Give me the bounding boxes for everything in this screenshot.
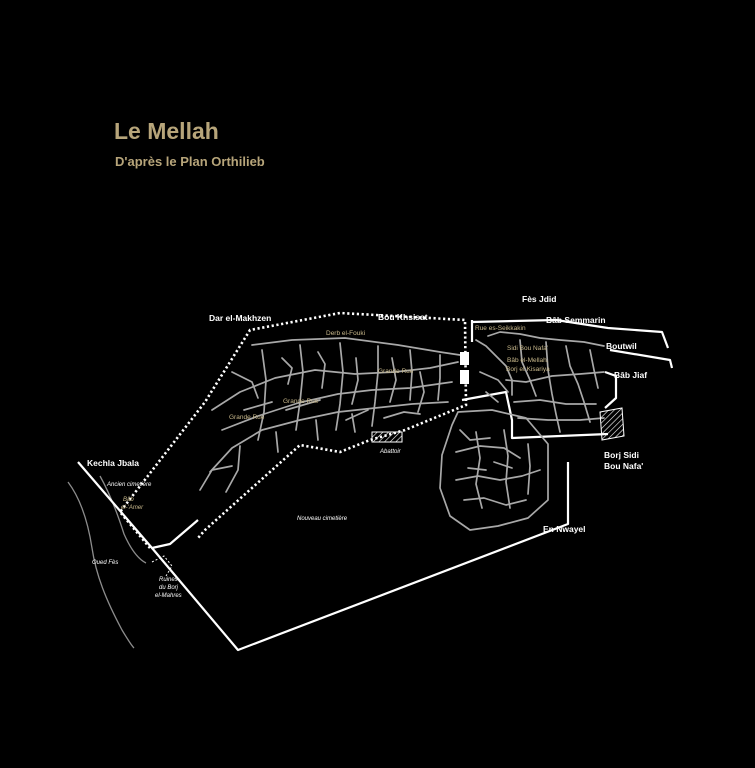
- label-grande-rue-3: Grande Rue: [229, 414, 265, 421]
- label-oued-fes: Oued Fès: [92, 560, 118, 566]
- label-bab-el-amer-2: el-'Amer: [121, 505, 144, 511]
- label-bab-semmarin: Bâb Semmarin: [546, 315, 606, 325]
- label-grande-rue-1: Grande Rue: [378, 368, 414, 375]
- borj-sidi-bou-nafa-zone: [599, 407, 625, 441]
- label-kechla-jbala: Kechla Jbala: [87, 458, 139, 468]
- label-bab-el-mellah-1: Bâb el-Mellah,: [507, 357, 549, 364]
- label-grande-rue-2: Grande Rue: [283, 398, 319, 405]
- label-borj-sidi-1: Borj Sidi: [604, 450, 639, 460]
- outer-boundary: [77, 318, 674, 652]
- label-ruines-1: Ruines: [159, 577, 178, 583]
- ruines-borj-mahres-outline: [151, 555, 173, 577]
- label-fes-jdid: Fès Jdid: [522, 294, 556, 304]
- gate-markers: [460, 352, 469, 384]
- street-network: [199, 331, 605, 531]
- label-dar-el-makhzen: Dar el-Makhzen: [209, 313, 271, 323]
- label-bou-khsisat: Bou Khsisat: [378, 312, 428, 322]
- label-bab-el-mellah-2: Borj et Kisariya: [506, 366, 550, 373]
- abattoir-zone: [371, 431, 403, 443]
- label-bab-el-amer-1: Bâb: [123, 497, 134, 503]
- label-ruines-3: el-Mahres: [155, 593, 182, 599]
- label-borj-sidi-2: Bou Nafa': [604, 461, 643, 471]
- label-abattoir: Abattoir: [379, 449, 402, 455]
- label-boutwil: Boutwil: [606, 341, 637, 351]
- oued-fes-river: [67, 475, 147, 649]
- label-nouveau-cimetiere: Nouveau cimetière: [297, 516, 348, 522]
- label-rue-es-seikkakin: Rue es-Seikkakin: [475, 325, 526, 332]
- map-subtitle: D'après le Plan Orthilieb: [115, 154, 265, 169]
- label-bab-jiaf: Bâb Jiaf: [614, 370, 647, 380]
- label-sidi-bou-nafa: Sidi Bou Nafa': [507, 345, 548, 352]
- label-derb-el-fouki: Derb el-Fouki: [326, 330, 365, 337]
- label-ruines-2: du Borj: [159, 585, 179, 591]
- label-en-nwayel: En Nwayel: [543, 524, 586, 534]
- map-title: Le Mellah: [114, 118, 219, 144]
- crenellated-wall: [118, 311, 468, 549]
- label-ancien-cimetiere: Ancien cimetière: [106, 482, 152, 488]
